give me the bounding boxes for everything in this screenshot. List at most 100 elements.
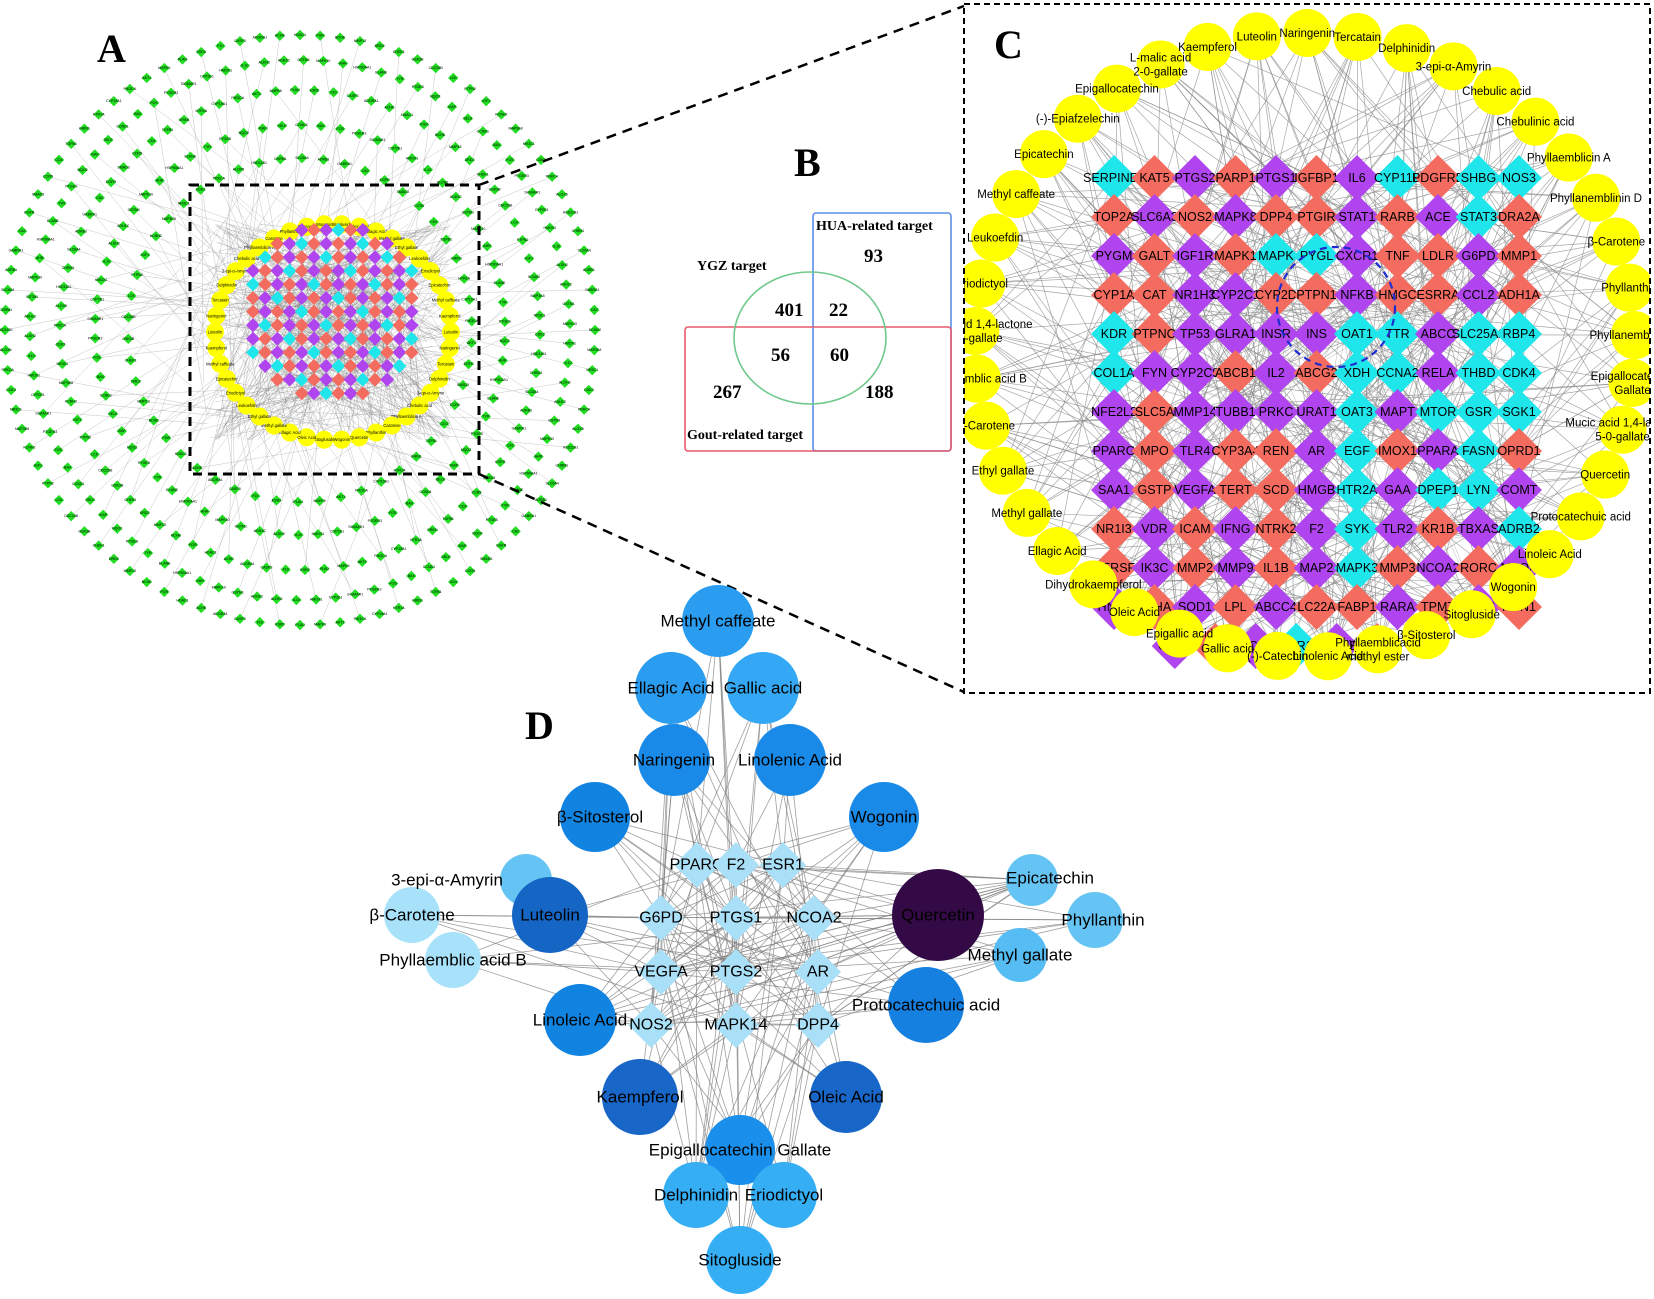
target-node-label: GSTM1 <box>297 58 309 62</box>
target-node-label: RELA <box>1422 366 1455 380</box>
target-node <box>1455 350 1502 396</box>
edge-line <box>275 91 389 244</box>
target-node-label: ACHE <box>196 606 207 610</box>
compound-node <box>1382 24 1431 73</box>
target-node-label: LCK <box>91 452 99 456</box>
target-node <box>312 529 324 540</box>
target-node-label: MAPT <box>1380 405 1415 419</box>
edge-line <box>338 272 345 312</box>
target-node-label: CHRM1 <box>556 464 569 468</box>
target-node-label: IL10 <box>424 168 431 172</box>
target-node <box>496 109 507 120</box>
edge-line <box>7 369 243 415</box>
target-node <box>112 480 123 491</box>
edge-line <box>1160 64 1520 413</box>
compound-node-label-line: Protocatechuic acid <box>1531 511 1631 523</box>
target-node <box>406 570 417 582</box>
target-node-label: HDAC1 <box>175 452 187 456</box>
compound-node <box>754 724 826 796</box>
target-node-label: TYR <box>144 551 152 555</box>
target-node-label: AHR <box>201 510 209 514</box>
target-node <box>138 396 149 407</box>
target-node <box>1374 584 1421 630</box>
target-node <box>1172 506 1218 552</box>
edge-line <box>452 959 652 1026</box>
edge-line <box>1277 528 1479 657</box>
core-target-node <box>404 304 419 319</box>
target-node-label: MAPK10 <box>215 518 229 522</box>
compound-node <box>1006 854 1058 906</box>
target-node <box>202 141 213 153</box>
compound-node <box>682 585 754 657</box>
target-node <box>1293 311 1340 357</box>
target-node-label: PTGS1 <box>710 910 763 927</box>
target-node-label: PTGER3 <box>368 519 382 523</box>
compound-node-label: Epigallocatechin <box>1075 84 1159 96</box>
compound-node-label-line: Gallic acid <box>1201 643 1254 655</box>
target-node-label: MMP13 <box>354 39 366 43</box>
panel-letter-c: C <box>994 22 1023 67</box>
target-node <box>347 90 358 102</box>
target-node <box>430 586 441 598</box>
compound-node <box>1110 588 1159 637</box>
compound-node-label: Sitogluside <box>698 1251 781 1270</box>
target-node <box>42 171 54 182</box>
target-node <box>359 165 371 177</box>
target-node-label: EGFR <box>464 362 474 366</box>
target-node <box>713 842 759 888</box>
target-node <box>504 154 516 166</box>
panel-letter-d: D <box>525 703 554 748</box>
target-node-label: HSD11B1 <box>0 328 13 332</box>
target-node <box>791 895 837 941</box>
target-node <box>587 284 598 296</box>
target-node-label: NTRK2 <box>1256 522 1297 536</box>
target-node <box>713 895 759 941</box>
target-node <box>1091 428 1137 474</box>
target-node <box>1415 389 1461 435</box>
target-node <box>530 367 542 379</box>
compound-node <box>397 238 416 257</box>
target-node-label: TGFB1 <box>430 590 442 594</box>
target-node <box>1212 194 1259 240</box>
target-node <box>314 30 326 41</box>
edge-line <box>202 163 345 277</box>
target-node-label: TERT <box>1219 483 1252 497</box>
target-node <box>1374 272 1421 318</box>
target-node <box>520 405 532 416</box>
core-target-node <box>319 263 334 278</box>
target-node-label: HDAC1 <box>294 33 306 37</box>
target-node-label: NQO2 <box>461 448 471 452</box>
target-node <box>357 556 368 567</box>
target-node <box>1253 506 1299 552</box>
core-target-node <box>355 291 370 305</box>
target-node <box>1253 194 1299 240</box>
core-target-node <box>343 291 358 305</box>
target-node-label: GABRA1 <box>337 162 352 166</box>
edge-line <box>660 971 847 1098</box>
target-node <box>310 594 322 605</box>
target-node <box>1172 233 1218 279</box>
target-node-label: GSTM1 <box>26 295 38 299</box>
compound-node-label: Methyl caffeate <box>977 189 1055 201</box>
target-node <box>233 164 244 175</box>
target-node-label: PTPN1 <box>1296 288 1336 302</box>
target-node <box>1131 233 1178 279</box>
target-node <box>1496 311 1542 357</box>
target-node-label: IGF1 <box>141 253 149 257</box>
target-node-label: ELANE <box>166 488 178 492</box>
target-node-label: ELANE <box>487 396 499 400</box>
target-node <box>16 226 28 237</box>
target-node <box>1091 194 1137 240</box>
target-node-label: TGFB1 <box>442 517 454 521</box>
target-node-label: GSTM1 <box>462 210 474 214</box>
target-node-label: HMGB <box>1298 483 1336 497</box>
target-node-label: TYR <box>58 201 66 205</box>
target-node-label: CHRM1 <box>572 229 585 233</box>
edge-line <box>233 284 254 335</box>
target-node <box>1455 272 1502 318</box>
target-node-label: AR <box>807 964 829 981</box>
target-node <box>2 284 13 296</box>
target-node-label: HTR1A <box>394 468 406 472</box>
core-target-node <box>282 291 297 305</box>
